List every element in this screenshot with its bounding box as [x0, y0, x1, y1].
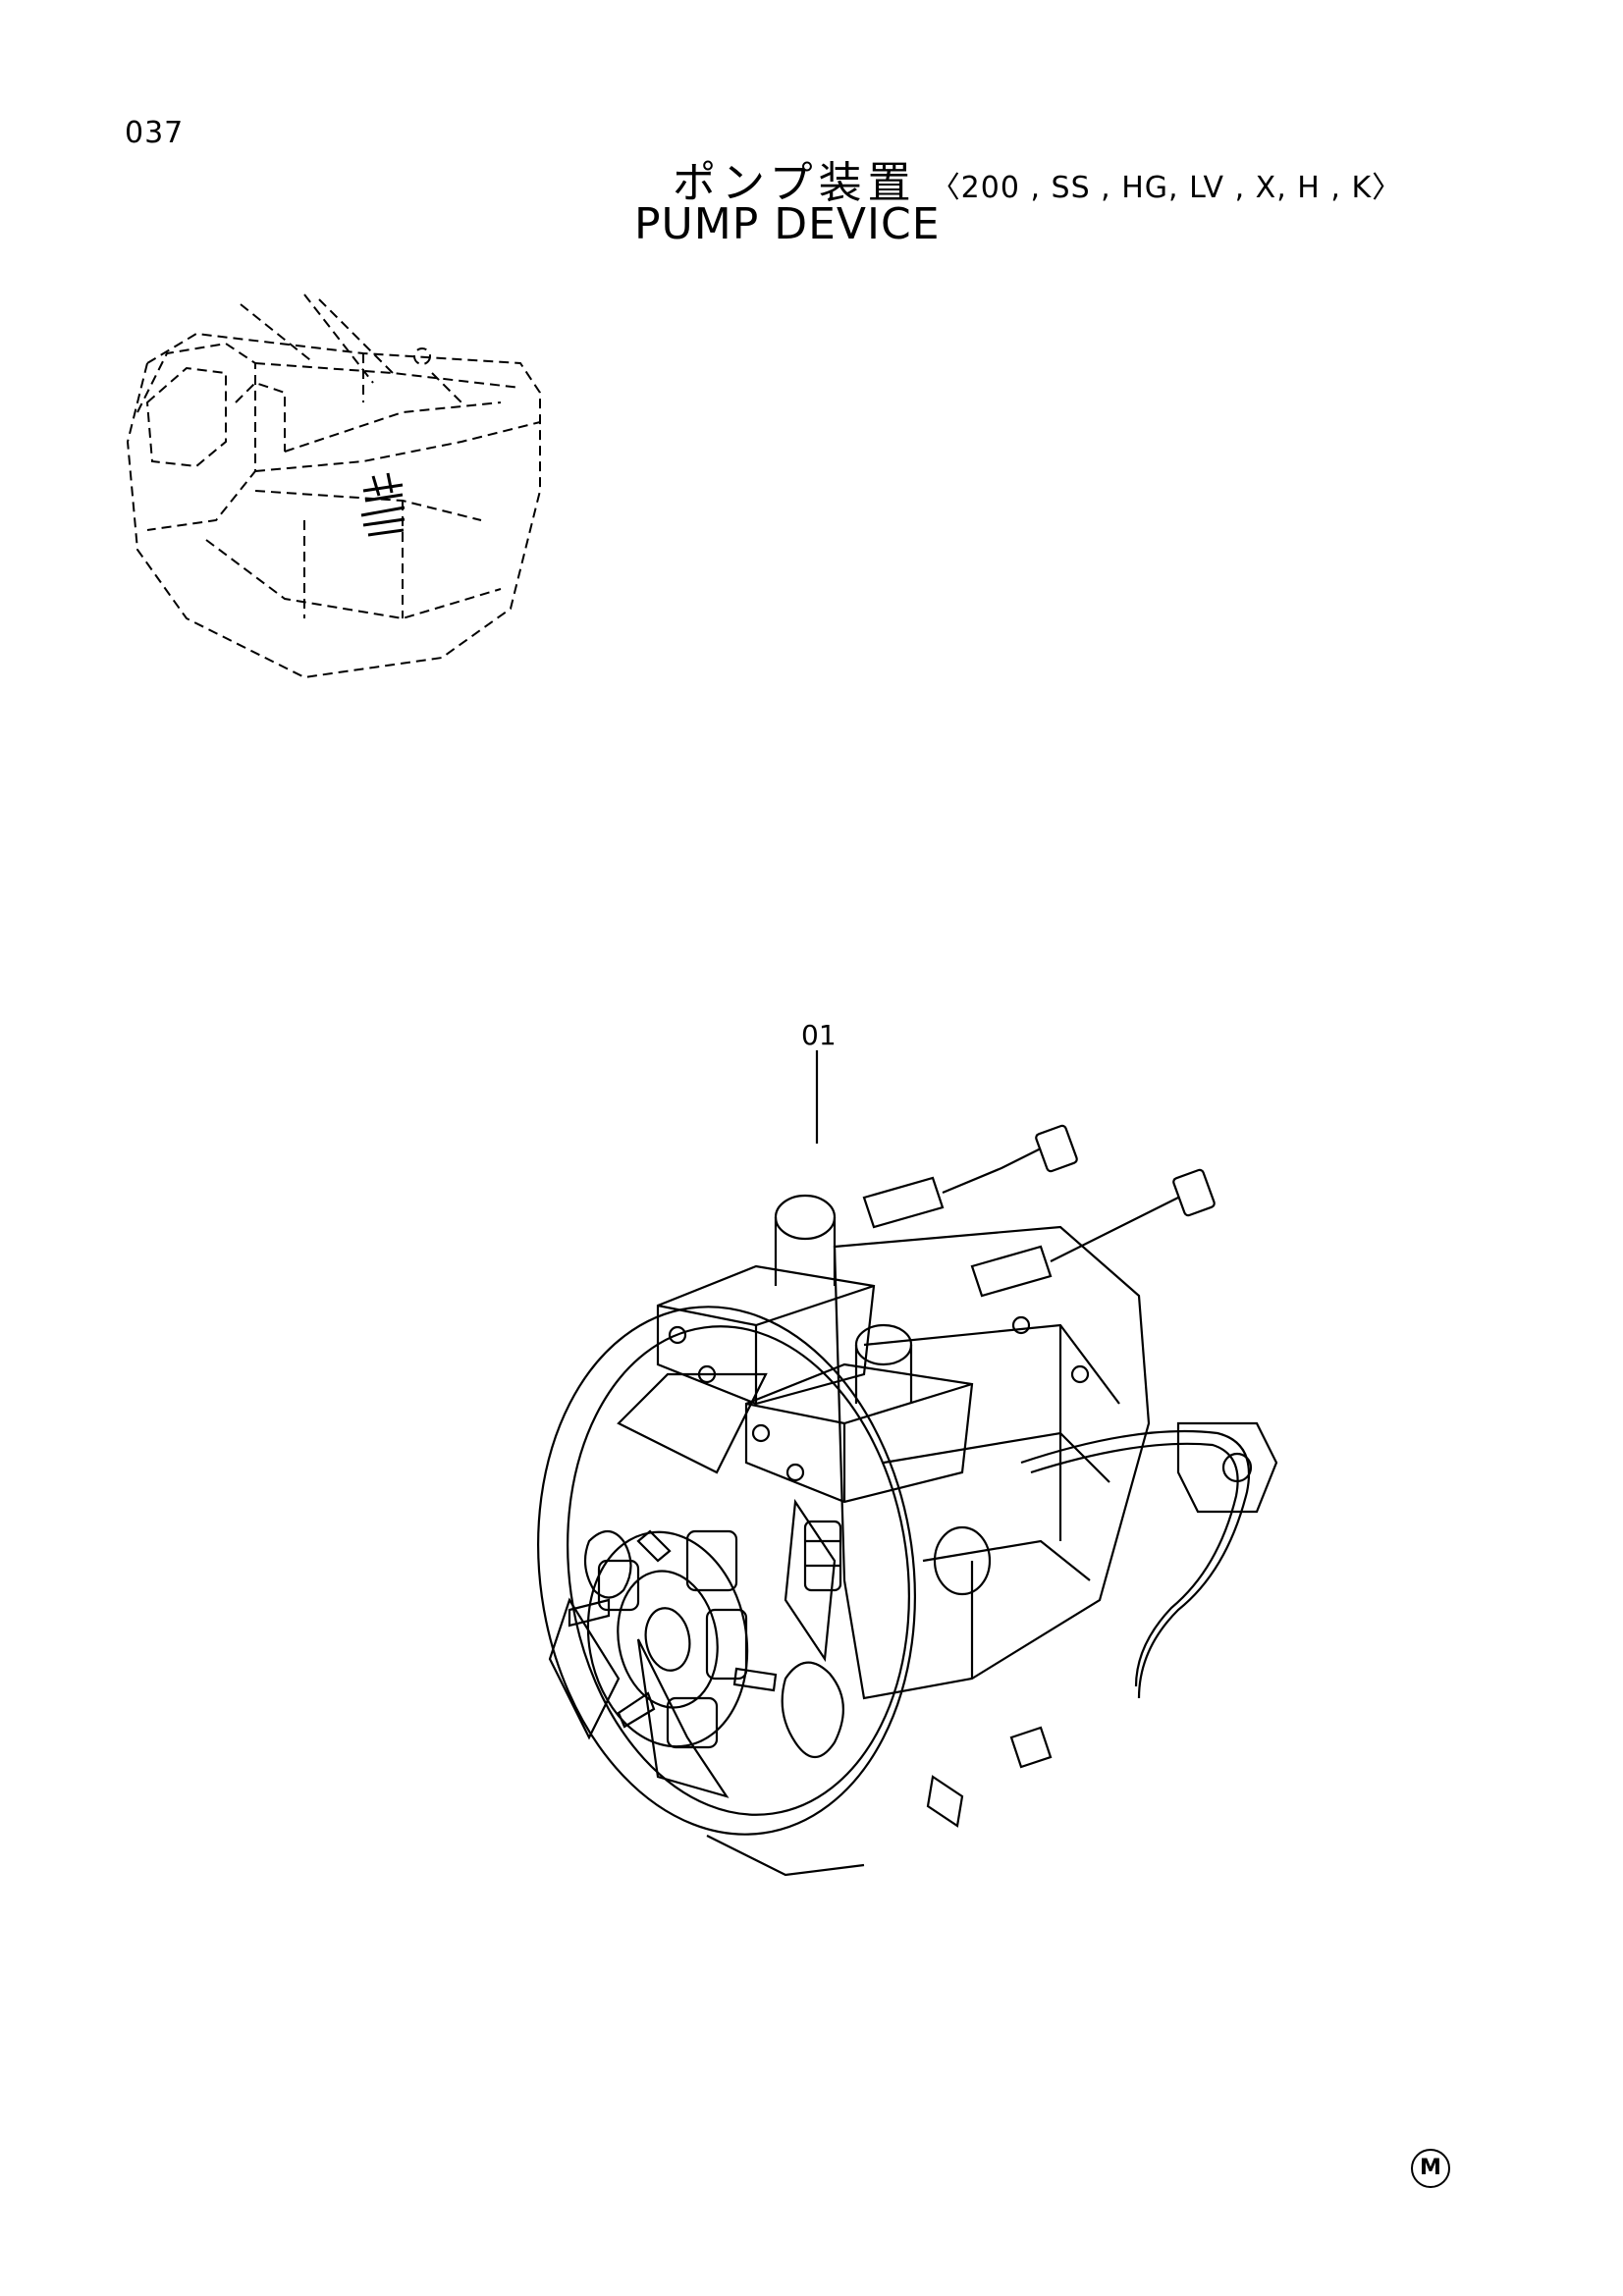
- excavator-locator-icon: [126, 294, 541, 679]
- title-jp-text: ポンプ装置: [673, 158, 917, 208]
- title-models: 〈200 , SS , HG, LV , X, H , K〉: [930, 171, 1403, 205]
- registered-mark: M: [1411, 2149, 1450, 2188]
- pump-device-drawing: [537, 1050, 1278, 1877]
- title-en: PUMP DEVICE: [634, 199, 941, 249]
- page-number: 037: [125, 116, 185, 150]
- callout-label-01: 01: [801, 1019, 837, 1051]
- title-jp: ポンプ装置 〈200 , SS , HG, LV , X, H , K〉: [673, 147, 1402, 210]
